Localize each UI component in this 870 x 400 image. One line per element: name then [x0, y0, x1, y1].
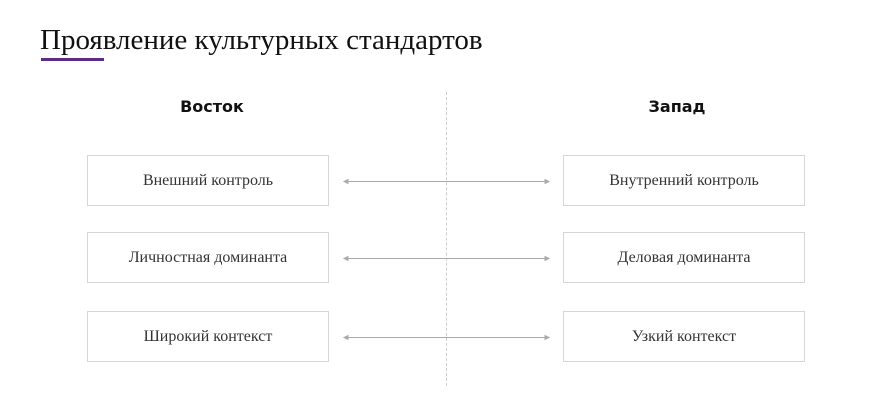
west-box-1: Внутренний контроль: [563, 155, 805, 206]
column-heading-east: Восток: [180, 97, 244, 116]
east-box-2: Личностная доминанта: [87, 232, 329, 283]
east-box-3: Широкий контекст: [87, 311, 329, 362]
double-arrow-3: [342, 334, 551, 341]
center-divider: [446, 92, 447, 386]
west-box-2: Деловая доминанта: [563, 232, 805, 283]
column-heading-west: Запад: [648, 97, 706, 116]
title-underline: [41, 58, 104, 61]
east-box-1: Внешний контроль: [87, 155, 329, 206]
slide-title: Проявление культурных стандартов: [40, 24, 483, 56]
double-arrow-1: [342, 178, 551, 185]
west-box-3: Узкий контекст: [563, 311, 805, 362]
double-arrow-2: [342, 255, 551, 262]
